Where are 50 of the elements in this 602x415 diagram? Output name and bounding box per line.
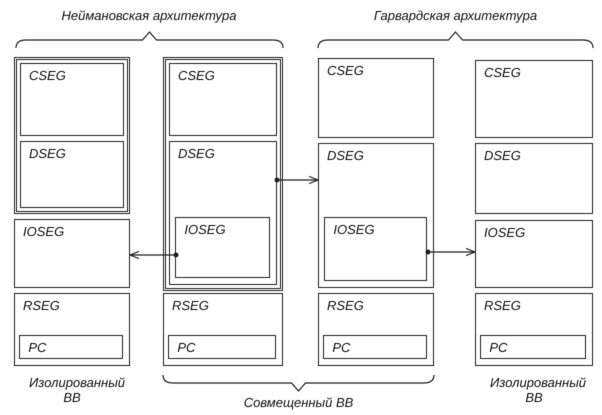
- segment-box: [20, 63, 124, 136]
- segment-box: [480, 335, 586, 360]
- memory-frame-box: [14, 57, 130, 214]
- segment-label: PC: [177, 340, 196, 356]
- segment-label: CSEG: [484, 65, 521, 80]
- arrow: [274, 176, 319, 184]
- segment-box: [168, 335, 276, 360]
- arrow: [426, 248, 476, 256]
- segment-label: RSEG: [484, 298, 521, 313]
- segment-label: IOSEG: [484, 225, 526, 240]
- segment-label: IOSEG: [184, 222, 226, 238]
- segment-label: RSEG: [23, 298, 60, 313]
- segment-label: CSEG: [327, 63, 364, 78]
- segment-box: [20, 141, 124, 208]
- architecture-caption: Неймановская архитектура: [60, 8, 238, 23]
- segment-box: [19, 335, 124, 360]
- segment-box: [169, 63, 277, 136]
- segment-box: [318, 293, 434, 366]
- segment-box: [324, 217, 428, 282]
- architecture-caption: Гарвардская архитектура: [372, 8, 538, 23]
- segment-box: [14, 293, 130, 366]
- io-caption: Изолированный ВВ: [28, 375, 126, 405]
- segment-box: [323, 335, 428, 360]
- segment-label: PC: [489, 340, 508, 356]
- segment-box: [318, 58, 434, 138]
- segment-box: [475, 60, 593, 138]
- segment-box: [169, 141, 277, 285]
- segment-label: DSEG: [327, 148, 364, 163]
- segment-label: PC: [332, 340, 350, 356]
- memory-frame-box: [163, 57, 283, 291]
- segment-label: DSEG: [178, 146, 215, 161]
- segment-box: [475, 293, 593, 366]
- segment-box: [318, 143, 434, 288]
- segment-label: CSEG: [29, 68, 66, 83]
- segment-box: [163, 293, 283, 366]
- segment-label: PC: [28, 340, 46, 356]
- segment-box: [14, 219, 130, 288]
- segment-label: IOSEG: [333, 222, 375, 238]
- io-caption: Совмещенный ВВ: [242, 395, 354, 410]
- segment-box: [475, 220, 593, 288]
- segment-label: RSEG: [172, 298, 209, 313]
- segment-label: IOSEG: [23, 224, 64, 239]
- segment-label: CSEG: [178, 68, 215, 83]
- segment-box: [175, 217, 270, 278]
- io-caption: Изолированный ВВ: [489, 375, 587, 405]
- arrow: [129, 250, 178, 260]
- segment-box: [475, 143, 593, 214]
- segment-label: DSEG: [484, 148, 521, 163]
- segment-label: RSEG: [327, 298, 364, 313]
- segment-label: DSEG: [29, 146, 66, 161]
